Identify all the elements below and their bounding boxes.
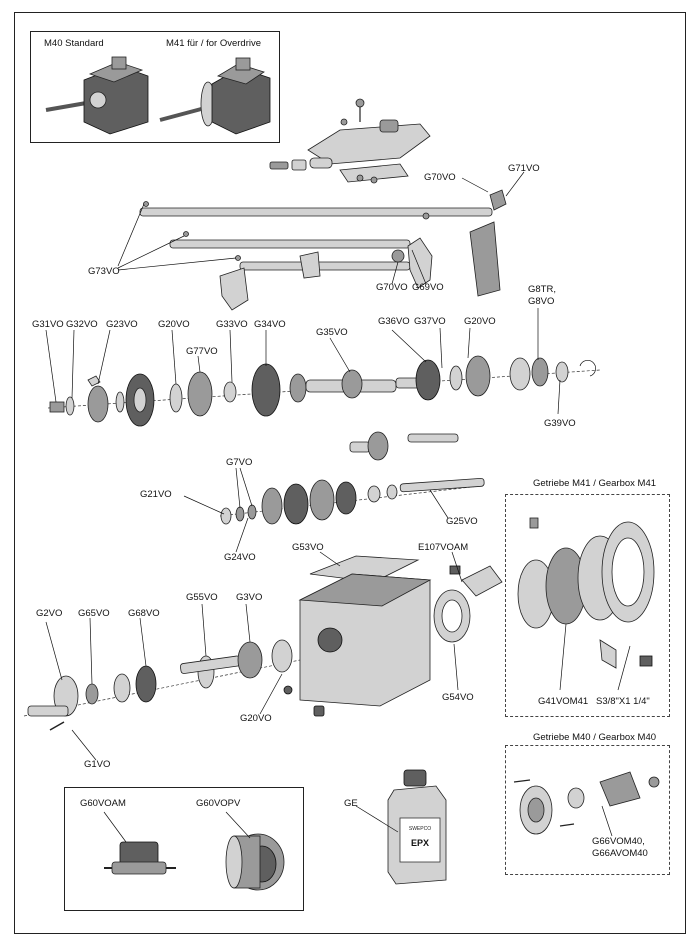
label-g23vo: G23VO — [106, 319, 138, 330]
label-g70vo-mid: G70VO — [376, 282, 408, 293]
label-g68vo: G68VO — [128, 608, 160, 619]
label-g53vo: G53VO — [292, 542, 324, 553]
gearbox-m40-title: Getriebe M40 / Gearbox M40 — [533, 732, 657, 743]
layshaft-assembly — [219, 477, 485, 525]
label-g37vo: G37VO — [414, 316, 446, 327]
label-g71vo: G71VO — [508, 163, 540, 174]
mainshaft-assembly — [47, 355, 601, 427]
gearbox-m41-box — [505, 494, 670, 717]
m40-standard-title: M40 Standard — [44, 38, 104, 49]
label-g20vo-b: G20VO — [464, 316, 496, 327]
leader-lines — [45, 171, 631, 843]
label-g36vo: G36VO — [378, 316, 410, 327]
label-g55vo: G55VO — [186, 592, 218, 603]
selector-rods — [139, 189, 507, 311]
engine-mounts — [104, 833, 285, 891]
overdrive-parts — [517, 517, 655, 669]
label-g70vo-top: G70VO — [424, 172, 456, 183]
gearbox-versions-box — [30, 31, 280, 143]
mounts-box — [64, 787, 304, 911]
label-e107voam: E107VOAM — [418, 542, 469, 553]
label-g60voam: G60VOAM — [80, 798, 126, 809]
gearbox-housing — [298, 565, 503, 717]
label-g69vo: G69VO — [412, 282, 444, 293]
m40-gearbox-picture — [45, 56, 149, 135]
oil-bottle: SWEPCO EPX — [387, 769, 447, 885]
label-g21vo: G21VO — [140, 489, 172, 500]
gearbox-m40-box — [505, 745, 670, 875]
countershaft-parts — [349, 431, 459, 461]
label-g34vo: G34VO — [254, 319, 286, 330]
label-ge: GE — [344, 798, 358, 809]
gearbox-m41-title: Getriebe M41 / Gearbox M41 — [533, 478, 657, 489]
m41-overdrive-title: M41 für / for Overdrive — [166, 38, 262, 49]
bottle-product: EPX — [411, 838, 429, 848]
label-g20vo-a: G20VO — [158, 319, 190, 330]
label-g25vo: G25VO — [446, 516, 478, 527]
input-shaft-assembly — [23, 639, 301, 731]
label-g24vo: G24VO — [224, 552, 256, 563]
label-g73vo: G73VO — [88, 266, 120, 277]
label-g33vo: G33VO — [216, 319, 248, 330]
label-g41vom41: G41VOM41 — [538, 696, 589, 707]
label-g32vo: G32VO — [66, 319, 98, 330]
label-g8tr: G8TR, — [528, 284, 556, 295]
label-screw: S3/8"X1 1/4" — [596, 696, 650, 707]
label-g39vo: G39VO — [544, 418, 576, 429]
label-g35vo: G35VO — [316, 327, 348, 338]
label-g31vo: G31VO — [32, 319, 64, 330]
m40-parts — [513, 771, 660, 835]
label-g66vom40: G66VOM40, — [592, 836, 645, 847]
top-cover-group — [269, 98, 431, 184]
label-g54vo: G54VO — [442, 692, 474, 703]
label-g7vo: G7VO — [226, 457, 253, 468]
label-g8vo: G8VO — [528, 296, 555, 307]
label-g60vopv: G60VOPV — [196, 798, 241, 809]
label-g20vo-c: G20VO — [240, 713, 272, 724]
label-g77vo: G77VO — [186, 346, 218, 357]
label-g66avom40: G66AVOM40 — [592, 848, 648, 859]
label-g3vo: G3VO — [236, 592, 263, 603]
label-g2vo: G2VO — [36, 608, 63, 619]
page-frame — [14, 12, 686, 934]
label-g65vo: G65VO — [78, 608, 110, 619]
label-g1vo: G1VO — [84, 759, 111, 770]
bottle-brand: SWEPCO — [409, 826, 431, 832]
m41-gearbox-picture — [159, 57, 271, 135]
